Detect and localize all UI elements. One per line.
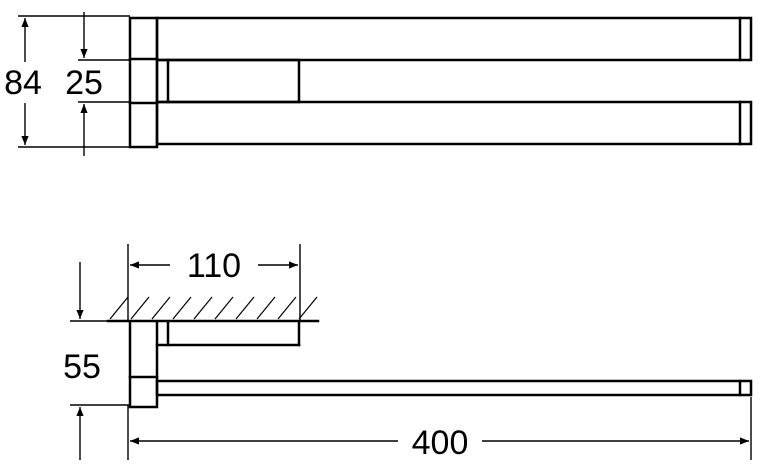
lower-bar xyxy=(155,100,753,146)
dimension-label-110: 110 xyxy=(187,247,241,285)
mount-bracket-side xyxy=(128,320,301,409)
dimension-label-400: 400 xyxy=(412,424,469,462)
dimension-25: 25 xyxy=(65,12,130,156)
dimension-label-84: 84 xyxy=(4,64,42,102)
dimension-110: 110 xyxy=(127,244,301,322)
top-view: 84 25 xyxy=(4,12,753,156)
wall-hatching xyxy=(106,296,320,323)
dimension-84: 84 xyxy=(4,15,130,148)
dimension-label-25: 25 xyxy=(65,64,103,102)
connector-piece xyxy=(155,58,301,104)
upper-bar xyxy=(155,16,753,62)
dimension-400: 400 xyxy=(127,397,752,462)
dimension-label-55: 55 xyxy=(63,348,101,386)
mount-block-top xyxy=(128,16,159,149)
dimension-55: 55 xyxy=(63,262,130,460)
towel-bar-side xyxy=(155,379,753,397)
side-view: 110 55 400 xyxy=(63,244,753,462)
